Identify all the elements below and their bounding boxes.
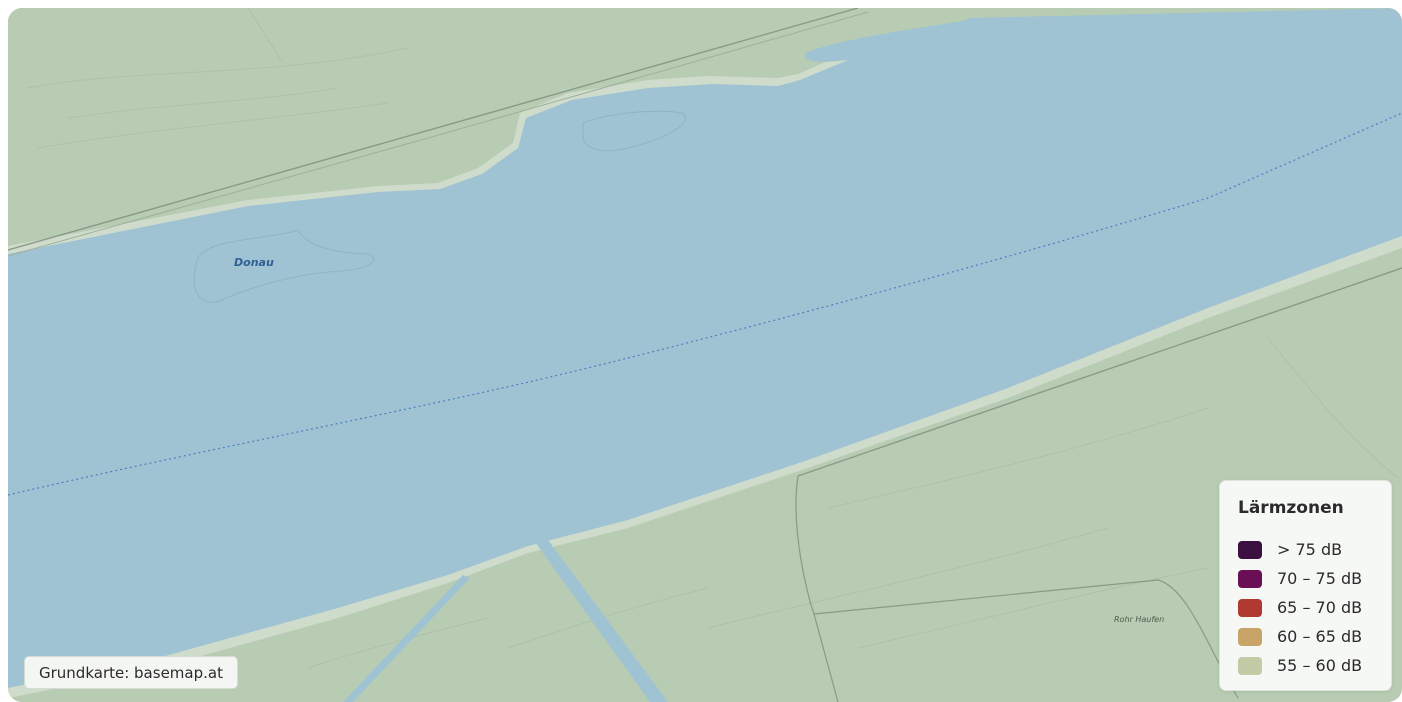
side-channel-branch (343, 575, 470, 702)
noise-zone-legend: Lärmzonen > 75 dB 70 – 75 dB 65 – 70 dB … (1219, 480, 1392, 691)
place-label: Rohr Haufen (1114, 615, 1164, 624)
legend-item: 60 – 65 dB (1238, 622, 1373, 651)
road-north (8, 11, 869, 257)
legend-swatch (1238, 656, 1262, 675)
water-label: Donau (234, 256, 274, 269)
field-boundary (795, 475, 839, 702)
legend-item: 70 – 75 dB (1238, 564, 1373, 593)
legend-swatch (1238, 569, 1262, 588)
side-channel (535, 540, 668, 702)
basemap[interactable]: Donau Rohr Haufen (8, 8, 1402, 702)
legend-swatch (1238, 540, 1262, 559)
legend-title: Lärmzonen (1238, 498, 1344, 518)
legend-label: 65 – 70 dB (1277, 598, 1363, 617)
legend-item: 65 – 70 dB (1238, 593, 1373, 622)
legend-item: > 75 dB (1238, 535, 1373, 564)
attribution-text: Grundkarte: basemap.at (39, 664, 223, 682)
legend-label: 55 – 60 dB (1277, 656, 1363, 675)
river-water (8, 8, 1402, 688)
donau-island-outline (193, 229, 375, 303)
road-south (797, 267, 1402, 477)
terrain-hatching (27, 8, 1399, 669)
sandbank-outline (582, 110, 686, 152)
legend-item: 55 – 60 dB (1238, 651, 1373, 680)
map-attribution: Grundkarte: basemap.at (24, 656, 238, 689)
map-container[interactable]: Donau Rohr Haufen Grundkarte: basemap.at… (8, 8, 1402, 702)
legend-label: 60 – 65 dB (1277, 627, 1363, 646)
railway-north (8, 8, 859, 251)
backwater-lake (804, 20, 968, 62)
fairway-line (8, 112, 1402, 496)
legend-label: 70 – 75 dB (1277, 569, 1363, 588)
legend-swatch (1238, 627, 1262, 646)
legend-swatch (1238, 598, 1262, 617)
legend-label: > 75 dB (1277, 540, 1343, 559)
